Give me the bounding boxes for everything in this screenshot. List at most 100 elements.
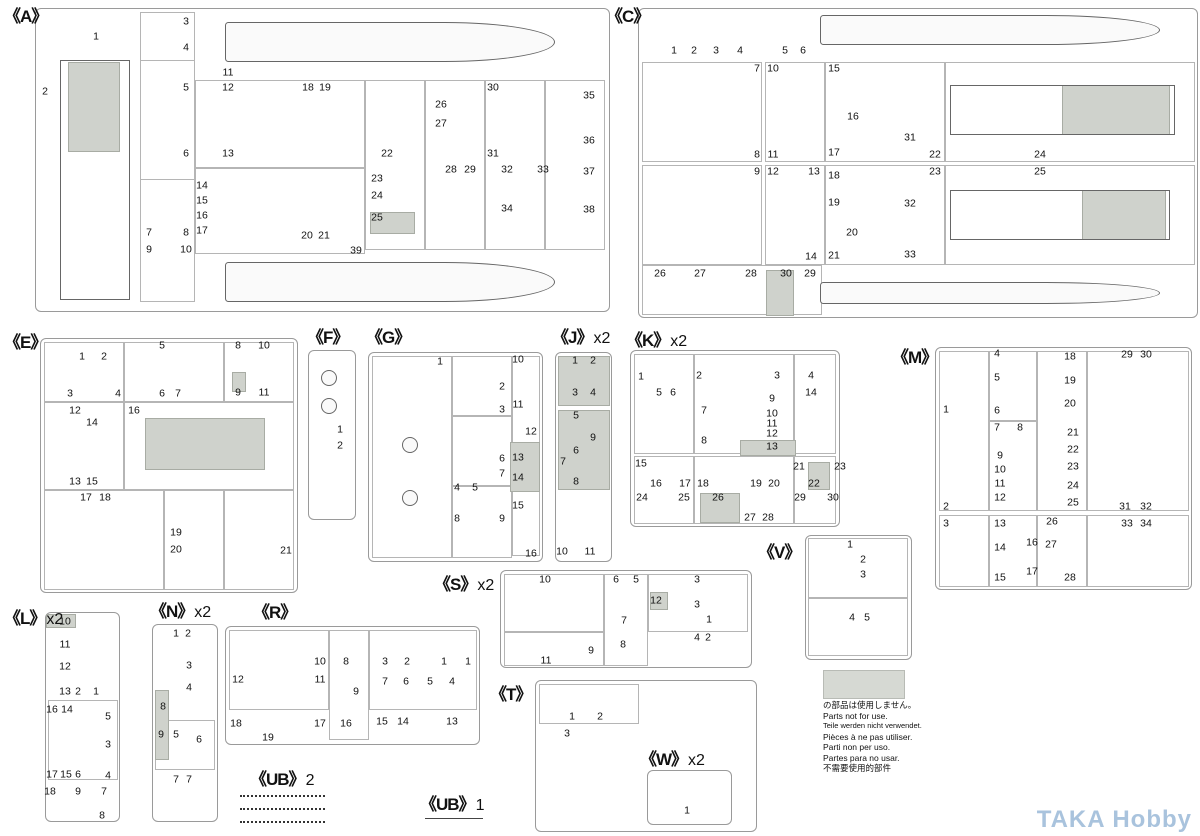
part-number: 8 xyxy=(620,638,626,651)
sprue-runner xyxy=(504,574,604,632)
part-number: 15 xyxy=(60,768,72,781)
sprue-letter: 《UB》 xyxy=(420,795,476,814)
part-number: 7 xyxy=(175,387,181,400)
part-number: 31 xyxy=(487,147,499,160)
part-number: 15 xyxy=(828,62,840,75)
part-number: 5 xyxy=(656,386,662,399)
unused-part-area xyxy=(740,440,796,456)
sprue-frame-t xyxy=(535,680,757,832)
unused-part-area xyxy=(46,614,76,628)
part-number: 12 xyxy=(232,673,244,686)
part-number: 17 xyxy=(1026,565,1038,578)
legend-line: の部品は使用しません。 xyxy=(823,700,917,710)
part-number: 29 xyxy=(794,491,806,504)
sprue-runner xyxy=(939,515,989,587)
part-number: 6 xyxy=(573,444,579,457)
part-number: 1 xyxy=(671,44,677,57)
sprue-runner xyxy=(545,80,605,250)
part-number: 21 xyxy=(280,544,292,557)
sprue-runner xyxy=(634,456,694,524)
part-number: 4 xyxy=(849,611,855,624)
part-number: 14 xyxy=(805,250,817,263)
part-number: 5 xyxy=(472,481,478,494)
part-number: 14 xyxy=(805,386,817,399)
sprue-letter: 《F》 xyxy=(307,328,349,347)
part-number: 18 xyxy=(697,477,709,490)
part-number: 11 xyxy=(994,477,1006,490)
part-number: 3 xyxy=(499,403,505,416)
part-number: 9 xyxy=(146,243,152,256)
part-number: 8 xyxy=(343,655,349,668)
part-number: 1 xyxy=(684,804,690,817)
part-number: 3 xyxy=(67,387,73,400)
part-number: 4 xyxy=(115,387,121,400)
part-number: 11 xyxy=(584,545,596,558)
part-number: 4 xyxy=(454,481,460,494)
part-number: 1 xyxy=(441,655,447,668)
part-number: 7 xyxy=(560,455,566,468)
part-number: 7 xyxy=(382,675,388,688)
part-number: 8 xyxy=(701,434,707,447)
sprue-frame-g xyxy=(368,352,543,562)
sprue-letter: 《A》 xyxy=(4,7,48,26)
legend-line: Parti non per uso. xyxy=(823,742,891,752)
part-number: 3 xyxy=(860,568,866,581)
part-number: 6 xyxy=(613,573,619,586)
part-number: 2 xyxy=(696,369,702,382)
hull-bottom-a xyxy=(225,262,555,302)
part-number: 2 xyxy=(860,553,866,566)
sprue-letter: 《N》 xyxy=(150,602,194,621)
sprue-letter: 《L》 xyxy=(4,609,46,628)
sprue-runner xyxy=(48,700,118,780)
sprue-letter: 《S》 xyxy=(434,575,477,594)
part-number: 11 xyxy=(512,398,524,411)
part-number: 26 xyxy=(1046,515,1058,528)
unused-part-area xyxy=(766,270,794,316)
sprue-multiplier: 2 xyxy=(305,772,315,789)
part-number: 2 xyxy=(705,631,711,644)
sprue-frame-n xyxy=(152,624,218,822)
sprue-runner xyxy=(164,490,224,590)
sprue-label-r: 《R》 xyxy=(253,598,297,623)
sprue-runner xyxy=(539,684,639,724)
part-number: 7 xyxy=(186,773,192,786)
part-number: 1 xyxy=(465,655,471,668)
part-number: 22 xyxy=(381,147,393,160)
part-number: 19 xyxy=(750,477,762,490)
part-number: 14 xyxy=(397,715,409,728)
sprue-label-l: 《L》x2 xyxy=(4,604,63,629)
part-number: 4 xyxy=(186,681,192,694)
sprue-frame-a xyxy=(35,8,610,312)
part-number: 32 xyxy=(904,197,916,210)
sprue-label-a: 《A》 xyxy=(4,2,48,27)
sprue-runner xyxy=(1087,351,1189,511)
part-number: 1 xyxy=(572,354,578,367)
sprue-runner xyxy=(945,165,1195,265)
part-number: 16 xyxy=(847,110,859,123)
part-number: 24 xyxy=(371,189,383,202)
part-number: 1 xyxy=(943,403,949,416)
part-number: 19 xyxy=(1064,374,1076,387)
sprue-runner xyxy=(765,62,825,162)
part-number: 15 xyxy=(635,457,647,470)
sprue-label-ub2: 《UB》2 xyxy=(250,765,314,790)
sprue-label-v: 《V》 xyxy=(758,538,801,563)
part-number: 19 xyxy=(828,196,840,209)
part-number: 22 xyxy=(808,477,820,490)
part-number: 16 xyxy=(525,547,537,560)
part-number: 4 xyxy=(808,369,814,382)
sprue-multiplier: x2 xyxy=(593,330,611,347)
sprue-letter: 《R》 xyxy=(253,603,297,622)
part-number: 25 xyxy=(371,211,383,224)
sprue-label-f: 《F》 xyxy=(307,323,349,348)
unused-part-area xyxy=(68,62,120,152)
part-number: 20 xyxy=(301,229,313,242)
unused-parts-legend: の部品は使用しません。 Parts not for use. Teile wer… xyxy=(823,700,922,774)
part-number: 20 xyxy=(768,477,780,490)
deck-c-aft xyxy=(950,85,1175,135)
unused-part-area xyxy=(370,212,415,234)
sprue-runner xyxy=(765,165,825,265)
sprue-runner xyxy=(945,62,1195,162)
part-number: 39 xyxy=(350,244,362,257)
sprue-runner xyxy=(989,351,1037,421)
